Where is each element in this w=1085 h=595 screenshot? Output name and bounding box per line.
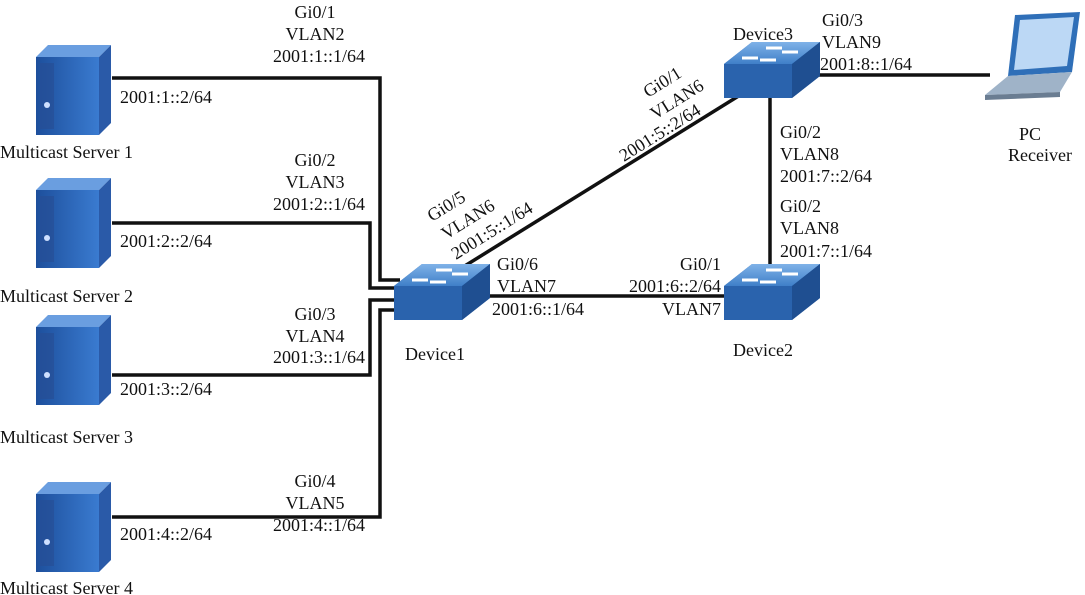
vlan-label: VLAN8 [780,144,839,164]
ip-label: 2001:6::2/64 [629,276,721,296]
ip-label: 2001:7::2/64 [780,166,872,186]
server-icon [36,482,111,572]
pc-label: PC [1019,124,1041,144]
vlan-label: VLAN4 [286,326,345,346]
link-server1-device1 [112,76,400,282]
ip-label: 2001:2::1/64 [273,194,365,214]
port-label: Gi0/3 [822,10,863,30]
server-name: Multicast Server 1 [0,142,133,162]
ip-label: 2001:4::1/64 [273,515,365,535]
server-name: Multicast Server 3 [0,427,133,447]
laptop-icon [985,12,1080,100]
port-label: Gi0/1 [294,2,335,22]
server-icon [36,315,111,405]
port-label: Gi0/4 [294,471,335,491]
vlan-label: VLAN5 [286,493,345,513]
link-device1-device3 [454,90,746,274]
ip-label: 2001:3::2/64 [120,379,212,399]
pc-label: Receiver [1008,145,1072,165]
port-label: Gi0/2 [780,122,821,142]
switch-icon-device1 [392,262,492,322]
port-label: Gi0/6 [497,254,538,274]
device1-name: Device1 [405,344,465,364]
vlan-label: VLAN7 [497,276,556,296]
vlan-label: VLAN9 [822,32,881,52]
device3-name: Device3 [733,24,793,44]
port-label: Gi0/1 [680,254,721,274]
server-icon [36,178,111,268]
vlan-label: VLAN2 [286,24,345,44]
ip-label: 2001:4::2/64 [120,524,212,544]
ip-label: 2001:7::1/64 [780,241,872,261]
switch-icon-device3 [722,40,822,100]
server-name: Multicast Server 4 [0,578,133,595]
device2-name: Device2 [733,340,793,360]
ip-label: 2001:1::2/64 [120,87,212,107]
port-label: Gi0/2 [294,150,335,170]
port-label: Gi0/2 [780,196,821,216]
link-server3-device1 [112,298,400,377]
ip-label: 2001:6::1/64 [492,299,584,319]
ip-label: 2001:8::1/64 [820,54,912,74]
server-name: Multicast Server 2 [0,286,133,306]
server-icon [36,45,111,135]
vlan-label: VLAN3 [286,172,345,192]
vlan-label: VLAN8 [780,218,839,238]
ip-label: 2001:2::2/64 [120,231,212,251]
port-label: Gi0/3 [294,304,335,324]
switch-icon-device2 [722,262,822,322]
link-server4-device1 [112,308,400,519]
ip-label: 2001:1::1/64 [273,46,365,66]
ip-label: 2001:3::1/64 [273,347,365,367]
link-server2-device1 [112,221,400,290]
vlan-label: VLAN7 [662,299,721,319]
